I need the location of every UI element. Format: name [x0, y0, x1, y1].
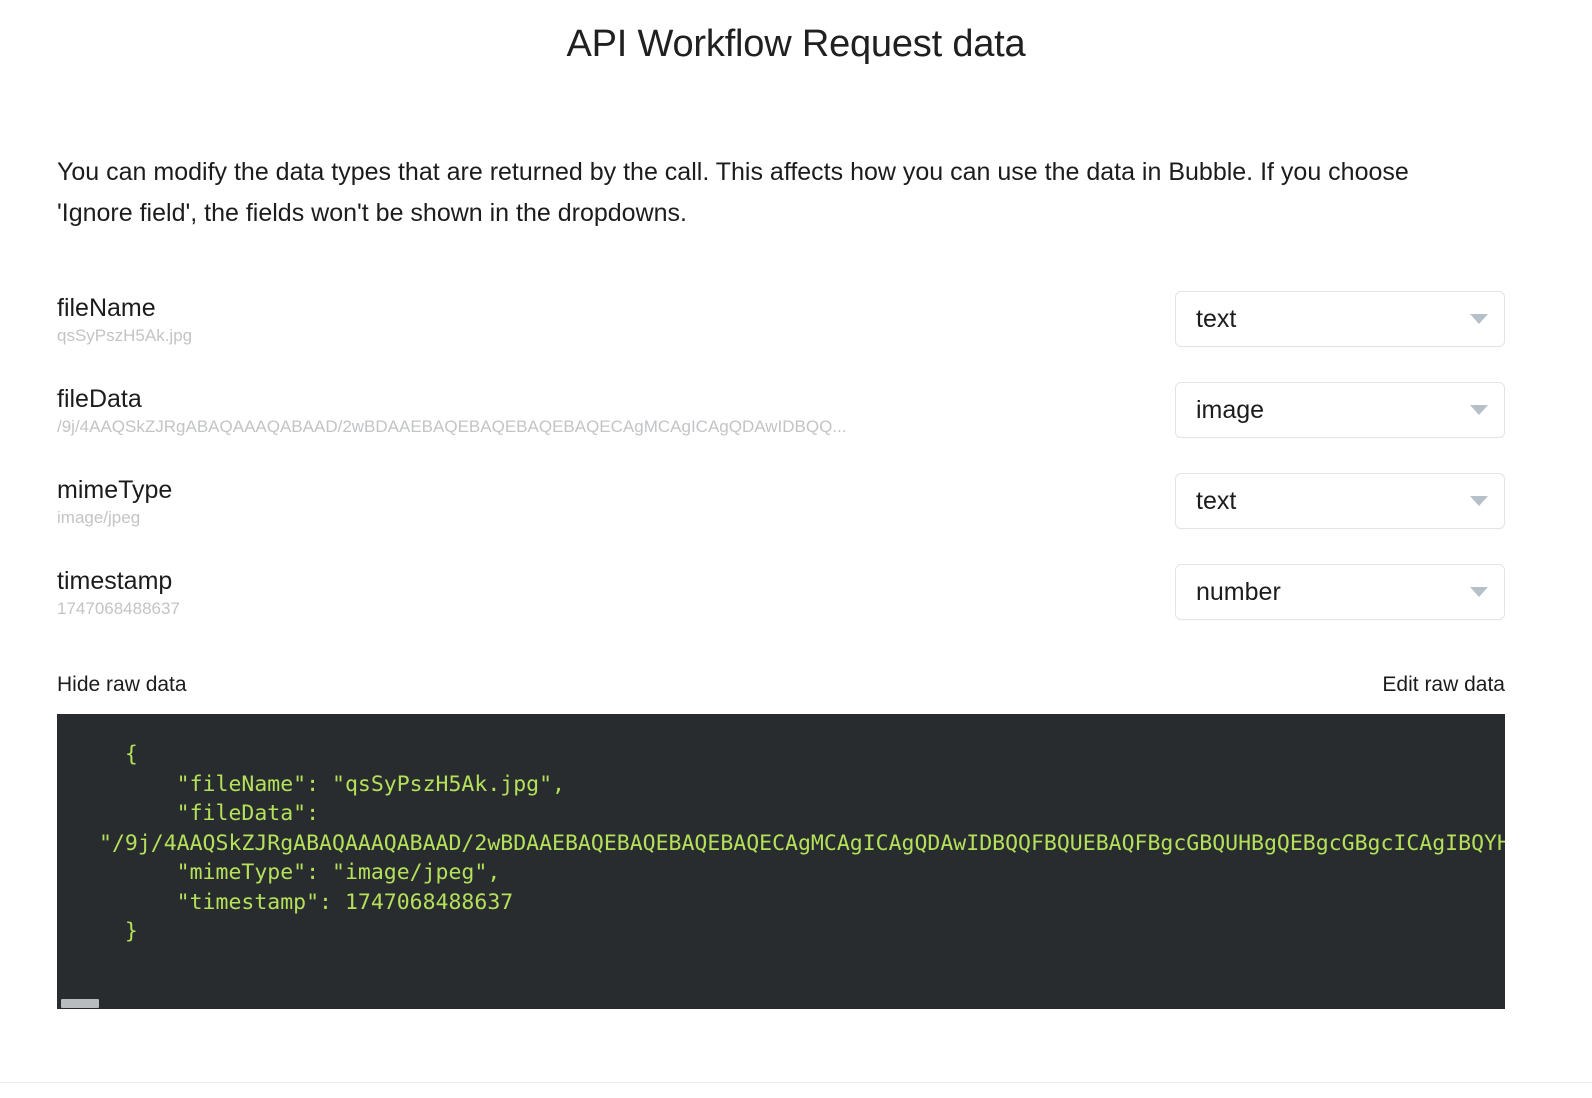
chevron-down-icon	[1470, 405, 1488, 415]
field-value-preview: qsSyPszH5Ak.jpg	[57, 326, 193, 345]
field-info: mimeType image/jpeg	[57, 475, 172, 531]
page-description: You can modify the data types that are r…	[57, 158, 1409, 227]
field-name: timestamp	[57, 567, 173, 595]
field-name: fileName	[57, 294, 156, 322]
dropdown-selected-value: image	[1196, 396, 1265, 424]
chevron-down-icon	[1470, 496, 1488, 506]
field-info: fileData /9j/4AAQSkZJRgABAQAAAQABAAD/2wB…	[57, 384, 847, 440]
raw-data-json: { "fileName": "qsSyPszH5Ak.jpg", "fileDa…	[99, 742, 1505, 944]
hide-raw-data-link[interactable]: Hide raw data	[57, 673, 187, 696]
field-row-mimetype: mimeType image/jpeg text	[57, 473, 1505, 566]
field-row-filedata: fileData /9j/4AAQSkZJRgABAQAAAQABAAD/2wB…	[57, 382, 1505, 475]
field-type-dropdown-filename[interactable]: text	[1175, 291, 1505, 347]
field-type-dropdown-filedata[interactable]: image	[1175, 382, 1505, 438]
bottom-divider	[0, 1082, 1592, 1083]
edit-raw-data-link[interactable]: Edit raw data	[1382, 673, 1505, 696]
chevron-down-icon	[1470, 587, 1488, 597]
field-name: mimeType	[57, 476, 173, 504]
dropdown-selected-value: text	[1196, 487, 1237, 515]
field-info: fileName qsSyPszH5Ak.jpg	[57, 293, 192, 349]
field-value-preview: 1747068488637	[57, 599, 180, 618]
dropdown-selected-value: number	[1196, 578, 1281, 606]
field-row-filename: fileName qsSyPszH5Ak.jpg text	[57, 291, 1505, 384]
page-title: API Workflow Request data	[566, 23, 1026, 65]
field-info: timestamp 1747068488637	[57, 566, 180, 622]
raw-data-toolbar: Hide raw data Edit raw data	[57, 672, 1505, 698]
field-name: fileData	[57, 385, 142, 413]
field-row-timestamp: timestamp 1747068488637 number	[57, 564, 1505, 657]
fields-list: fileName qsSyPszH5Ak.jpg text fileData /…	[57, 291, 1505, 657]
field-value-preview: image/jpeg	[57, 508, 141, 527]
field-type-dropdown-timestamp[interactable]: number	[1175, 564, 1505, 620]
chevron-down-icon	[1470, 314, 1488, 324]
field-value-preview: /9j/4AAQSkZJRgABAQAAAQABAAD/2wBDAAEBAQEB…	[57, 417, 847, 436]
field-type-dropdown-mimetype[interactable]: text	[1175, 473, 1505, 529]
raw-data-code-block[interactable]: { "fileName": "qsSyPszH5Ak.jpg", "fileDa…	[57, 714, 1505, 1009]
code-horizontal-scrollbar[interactable]	[57, 997, 1505, 1009]
dropdown-selected-value: text	[1196, 305, 1237, 333]
code-scrollbar-thumb[interactable]	[61, 999, 99, 1008]
